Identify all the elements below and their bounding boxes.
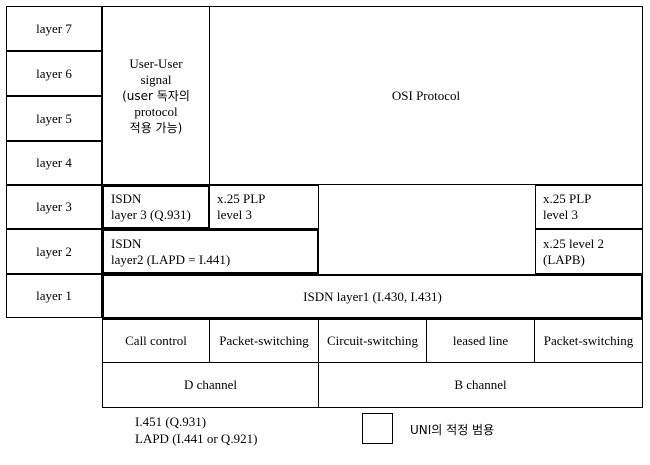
legend-swatch	[362, 413, 393, 444]
isdn-layer3-box: ISDN layer 3 (Q.931)	[102, 185, 210, 229]
footnote-lapd: LAPD (I.441 or Q.921)	[135, 431, 258, 446]
x25-level2-box: x.25 level 2 (LAPB)	[535, 229, 643, 274]
isdn-layer2-box: ISDN layer2 (LAPD = I.441)	[102, 229, 319, 274]
leased-line-box: leased line	[427, 319, 535, 363]
packet-switching-right-box: Packet-switching	[535, 319, 643, 363]
d-channel-box: D channel	[102, 363, 319, 408]
circuit-switching-box: Circuit-switching	[319, 319, 427, 363]
call-control-box: Call control	[102, 319, 210, 363]
footnote-i451: I.451 (Q.931)	[135, 414, 207, 429]
layer-7-label: layer 7	[6, 6, 102, 51]
layer-3-label: layer 3	[6, 185, 102, 229]
layer-6-label: layer 6	[6, 51, 102, 96]
osi-protocol-box: OSI Protocol	[210, 6, 643, 185]
b-channel-box: B channel	[319, 363, 643, 408]
layer-4-label: layer 4	[6, 141, 102, 185]
x25-plp-left-box: x.25 PLP level 3	[210, 185, 319, 229]
x25-plp-right-box: x.25 PLP level 3	[535, 185, 643, 229]
legend-label: UNI의 적정 범용	[410, 423, 495, 437]
user-user-signal-box: User-User signal (user 독자의 protocol 적용 가…	[102, 6, 210, 185]
layer-1-label: layer 1	[6, 274, 102, 318]
packet-switching-left-box: Packet-switching	[210, 319, 319, 363]
isdn-layer1-box: ISDN layer1 (I.430, I.431)	[102, 274, 643, 319]
layer-5-label: layer 5	[6, 96, 102, 141]
layer-2-label: layer 2	[6, 229, 102, 274]
